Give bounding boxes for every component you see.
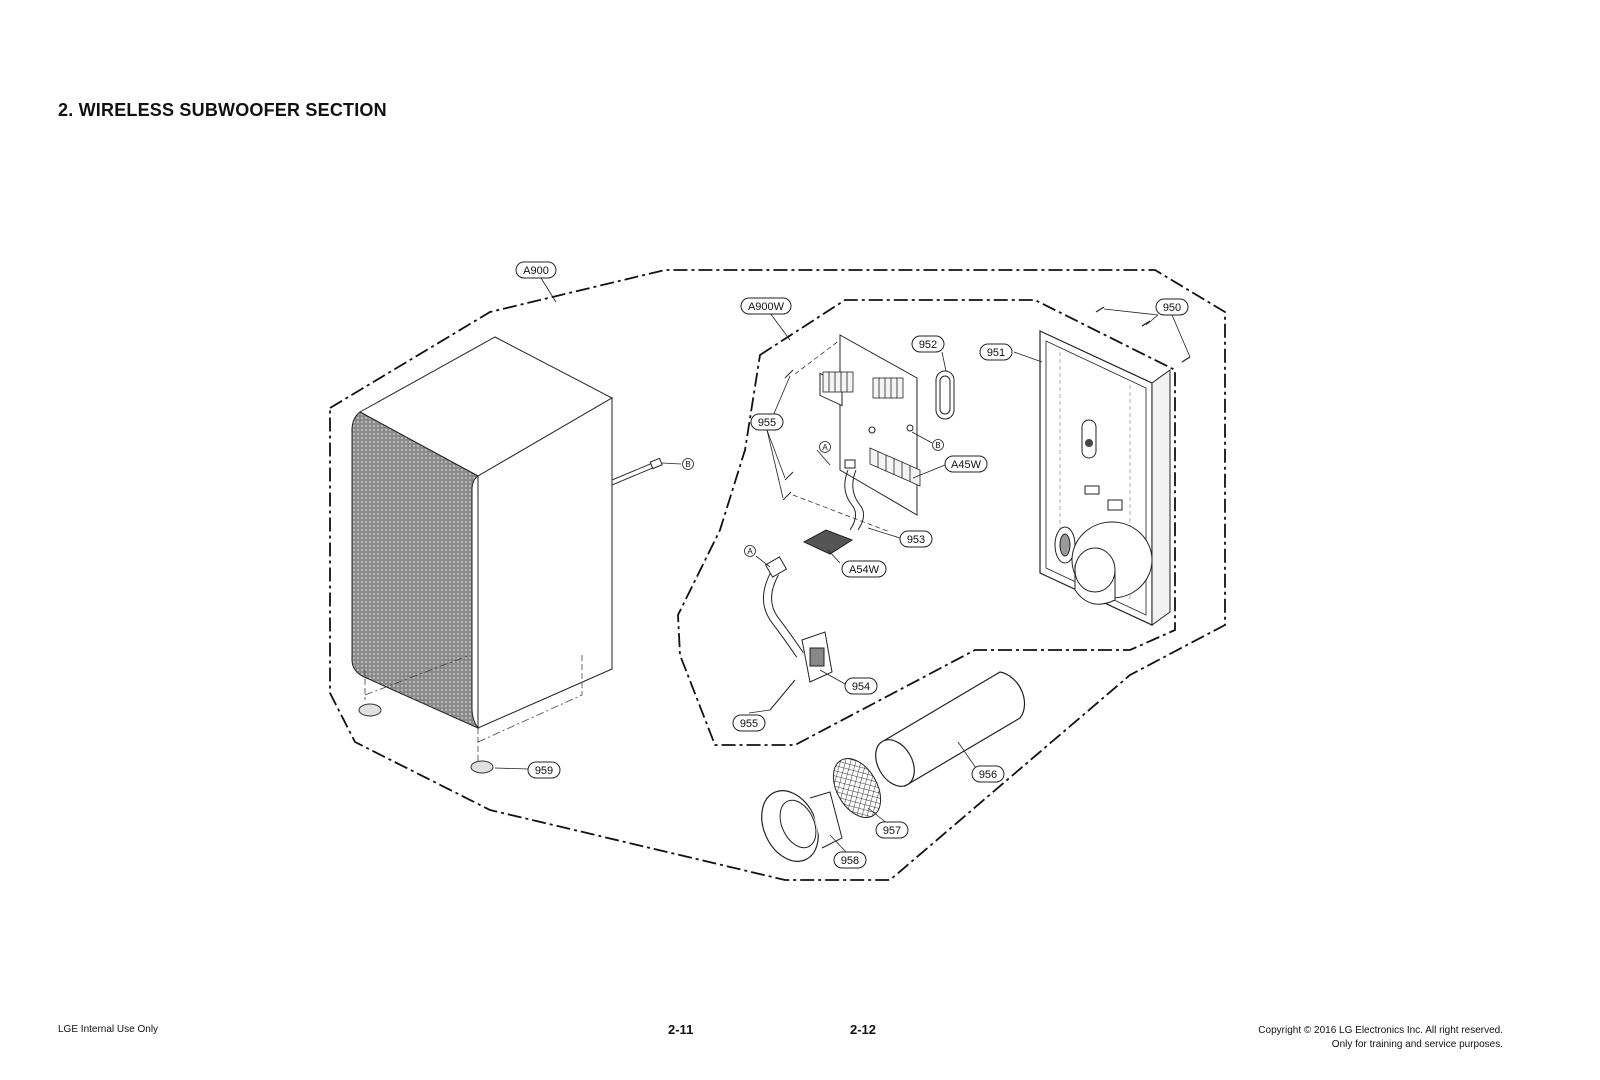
copyright-line-1: Copyright © 2016 LG Electronics Inc. All… [1258,1025,1503,1036]
svg-text:954: 954 [852,681,870,693]
svg-text:956: 956 [979,769,997,781]
callout-951: 951 [979,343,1013,361]
svg-text:A900W: A900W [748,301,785,313]
svg-text:952: 952 [919,339,937,351]
connector-marker-b-pcb: B [932,439,944,451]
callout-958: 958 [833,851,867,869]
svg-text:957: 957 [883,825,901,837]
svg-text:950: 950 [1163,302,1181,314]
svg-text:955: 955 [758,417,776,429]
screws-950 [1095,306,1191,363]
callout-a45w: A45W [944,455,988,473]
connector-marker-b-cabinet: B [682,458,694,470]
callout-955-top: 955 [750,413,784,431]
back-plate-951 [1039,330,1171,626]
svg-text:B: B [935,441,940,450]
callout-a54w: A54W [841,560,887,578]
foot-pad-left [358,703,382,717]
slot-port-952 [935,370,955,420]
assembly-boundary-a900w [677,299,1176,746]
connector-marker-a-pcb: A [819,441,831,453]
svg-text:955: 955 [740,718,758,730]
page-title: 2. WIRELESS SUBWOOFER SECTION [58,100,387,120]
main-pcb-a45w [819,334,921,516]
wireless-module-a54w [802,529,854,555]
callout-954: 954 [844,677,878,695]
callout-957: 957 [875,821,909,839]
copyright-line-2: Only for training and service purposes. [1331,1039,1503,1050]
terminal-954 [763,556,833,711]
port-flange-958 [761,790,843,862]
svg-text:A45W: A45W [951,459,982,471]
subwoofer-cabinet [351,336,663,765]
svg-text:A: A [822,443,828,452]
mesh-957 [832,758,882,818]
assembly-boundary-a900 [329,269,1226,881]
callout-955-bottom: 955 [732,714,766,732]
callout-a900w: A900W [740,297,792,315]
callout-956: 956 [971,765,1005,783]
svg-text:953: 953 [907,534,925,546]
connector-marker-a-cable: A [744,545,756,557]
foot-pad-front [470,760,494,774]
footer-copyright: Copyright © 2016 LG Electronics Inc. All… [1258,1024,1503,1052]
svg-text:951: 951 [987,347,1005,359]
callout-950: 950 [1155,298,1189,316]
callout-953: 953 [899,530,933,548]
svg-text:A: A [747,547,753,556]
svg-text:A54W: A54W [849,564,880,576]
leader-lines [494,277,1191,853]
callout-952: 952 [911,335,945,353]
callout-a900: A900 [515,261,557,279]
callout-959: 959 [527,761,561,779]
svg-text:958: 958 [841,855,859,867]
svg-text:B: B [685,460,690,469]
page-number-left: 2-11 [668,1022,694,1037]
svg-text:959: 959 [535,765,553,777]
svg-text:A900: A900 [523,265,549,277]
screws-955-top [782,339,891,533]
bass-duct-956 [875,671,1026,787]
footer-internal-use: LGE Internal Use Only [58,1024,159,1035]
page-number-right: 2-12 [850,1022,877,1037]
